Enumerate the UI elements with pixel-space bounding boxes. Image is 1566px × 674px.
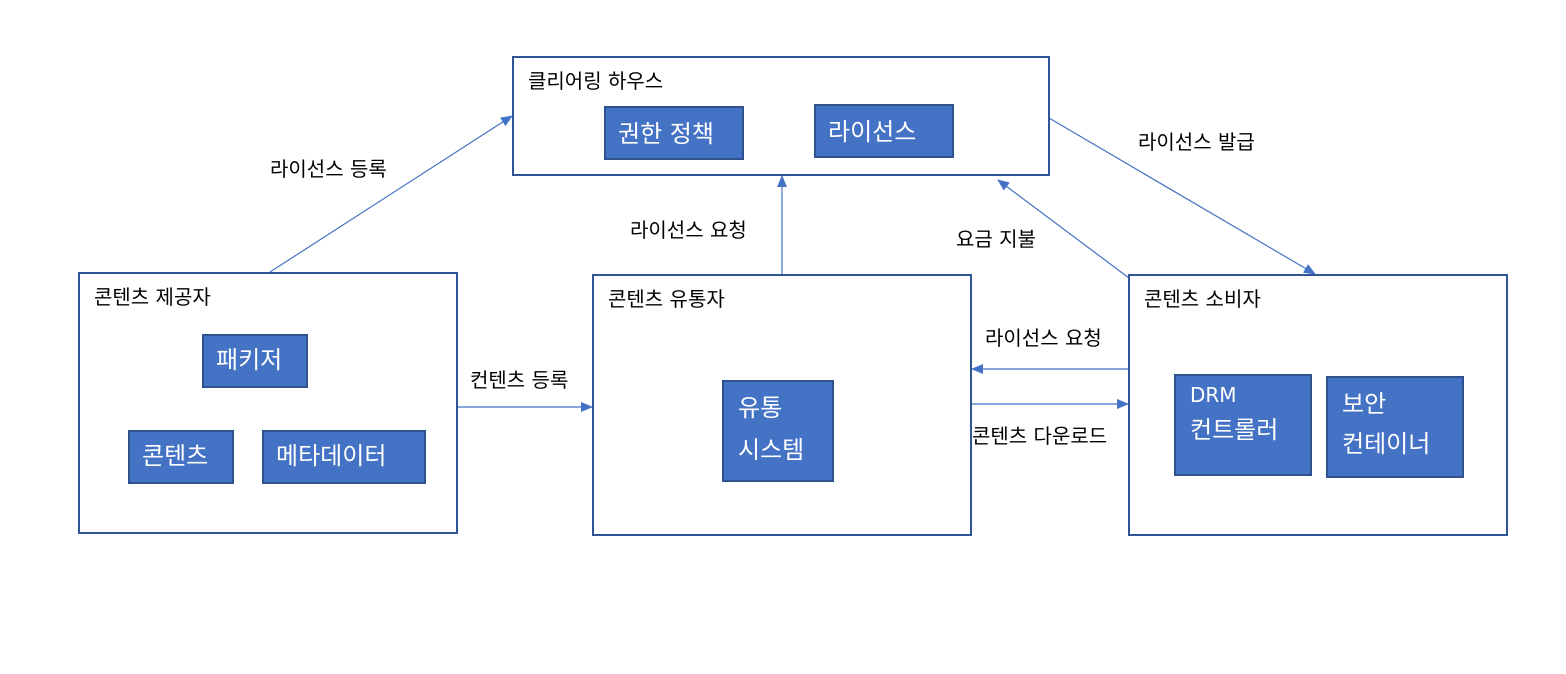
rights-policy-tile: 권한 정책: [604, 106, 744, 160]
drm-controller-line2: 컨트롤러: [1190, 416, 1279, 444]
metadata-tile: 메타데이터: [262, 430, 426, 484]
clearing-house-title: 클리어링 하우스: [528, 69, 664, 93]
packager-tile: 패키저: [202, 334, 308, 388]
packager-label: 패키저: [216, 346, 283, 374]
content-provider-title: 콘텐츠 제공자: [94, 285, 211, 309]
drm-controller-tile: DRM 컨트롤러: [1174, 374, 1312, 476]
content-consumer-title: 콘텐츠 소비자: [1144, 287, 1261, 311]
secure-container-tile: 보안 컨테이너: [1326, 376, 1464, 478]
distribution-system-tile: 유통 시스템: [722, 380, 834, 482]
license-label: 라이선스: [828, 118, 917, 146]
distribution-system-line1: 유통: [738, 394, 783, 422]
clearing-house-box: 클리어링 하우스: [512, 56, 1050, 176]
license-register-arrow: [269, 115, 513, 273]
metadata-label: 메타데이터: [276, 442, 387, 470]
license-request-top-label: 라이선스 요청: [630, 218, 747, 242]
content-tile: 콘텐츠: [128, 430, 234, 484]
fee-payment-arrow: [997, 179, 1130, 279]
secure-container-line1: 보안: [1342, 390, 1387, 418]
license-issue-arrow: [1048, 117, 1316, 275]
content-register-label: 컨텐츠 등록: [470, 368, 569, 392]
content-distributor-title: 콘텐츠 유통자: [608, 287, 725, 311]
content-download-label: 콘텐츠 다운로드: [972, 424, 1108, 448]
secure-container-line2: 컨테이너: [1342, 430, 1431, 458]
license-request-side-label: 라이선스 요청: [985, 326, 1102, 350]
license-issue-label: 라이선스 발급: [1138, 130, 1255, 154]
drm-controller-line1: DRM: [1190, 383, 1237, 407]
fee-payment-label: 요금 지불: [956, 227, 1036, 251]
license-register-label: 라이선스 등록: [270, 157, 387, 181]
distribution-system-line2: 시스템: [738, 436, 805, 464]
content-provider-box: 콘텐츠 제공자: [78, 272, 458, 534]
content-label: 콘텐츠: [142, 442, 209, 470]
license-tile: 라이선스: [814, 104, 954, 158]
rights-policy-label: 권한 정책: [618, 120, 714, 148]
